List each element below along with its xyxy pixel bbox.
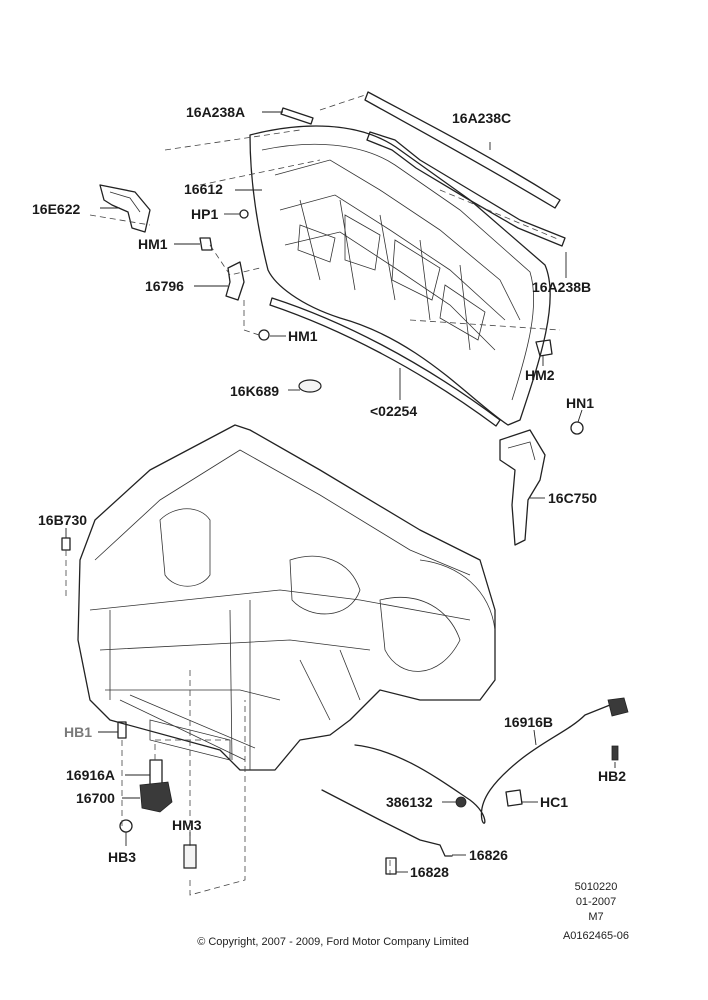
clip-16A238A bbox=[280, 107, 314, 125]
callout-HM2: HM2 bbox=[525, 367, 555, 383]
callout-HB3: HB3 bbox=[108, 849, 136, 865]
drawing-reference: A0162465-06 bbox=[563, 930, 629, 942]
nut-HN1 bbox=[570, 421, 584, 435]
callout-16B730: 16B730 bbox=[38, 512, 87, 528]
bolt-HM1-bottom bbox=[258, 329, 270, 341]
hood-panel bbox=[249, 125, 551, 426]
clip-386132 bbox=[455, 796, 467, 808]
callout-HP1: HP1 bbox=[191, 206, 218, 222]
drawing-model: M7 bbox=[588, 911, 603, 923]
weatherstrip-16A238B bbox=[366, 131, 566, 247]
latch-16700 bbox=[139, 781, 173, 813]
bolt-HB2 bbox=[611, 745, 619, 761]
bolt-16B730 bbox=[61, 537, 71, 551]
callout-HM1-top: HM1 bbox=[138, 236, 168, 252]
callout-16A238A: 16A238A bbox=[186, 104, 245, 120]
seal-02254 bbox=[269, 297, 501, 427]
callout-HB2: HB2 bbox=[598, 768, 626, 784]
callout-16916B: 16916B bbox=[504, 714, 553, 730]
callout-16A238C: 16A238C bbox=[452, 110, 511, 126]
vehicle-front-structure bbox=[77, 424, 496, 771]
callout-HN1: HN1 bbox=[566, 395, 594, 411]
rod-16826 bbox=[321, 789, 453, 857]
hinge-16E622 bbox=[99, 184, 151, 233]
nut-HM2 bbox=[535, 339, 553, 357]
callout-16796: 16796 bbox=[145, 278, 184, 294]
copyright-notice: © Copyright, 2007 - 2009, Ford Motor Com… bbox=[197, 936, 469, 948]
drawing-date: 01-2007 bbox=[576, 896, 616, 908]
callout-16612: 16612 bbox=[184, 181, 223, 197]
callout-16C750: 16C750 bbox=[548, 490, 597, 506]
callout-16826: 16826 bbox=[469, 847, 508, 863]
clip-HC1 bbox=[505, 789, 523, 807]
bumper-16K689 bbox=[298, 379, 322, 393]
callout-16700: 16700 bbox=[76, 790, 115, 806]
callout-16A238B: 16A238B bbox=[532, 279, 591, 295]
bolt-HM1-top bbox=[199, 237, 213, 251]
callout-16916A: 16916A bbox=[66, 767, 115, 783]
bumper-HM3 bbox=[183, 844, 197, 869]
guide-lines bbox=[65, 94, 561, 896]
callout-HB1: HB1 bbox=[64, 724, 92, 740]
drawing-number: 5010220 bbox=[575, 881, 618, 893]
hinge-16C750 bbox=[499, 429, 546, 546]
weatherstrip-16A238C bbox=[364, 91, 561, 209]
callout-386132: 386132 bbox=[386, 794, 433, 810]
leader-lines bbox=[65, 111, 616, 873]
callout-16K689: 16K689 bbox=[230, 383, 279, 399]
latch-16796 bbox=[225, 261, 245, 301]
bolt-HP1 bbox=[239, 209, 249, 219]
bolt-HB1 bbox=[117, 721, 127, 739]
drawing-metadata: 5010220 01-2007 M7 A0162465-06 bbox=[563, 881, 629, 942]
clip-16828 bbox=[385, 857, 397, 875]
cable-16916B bbox=[354, 697, 629, 824]
callout-02254: <02254 bbox=[370, 403, 417, 419]
callout-labels: 16A238A 16A238C 16612 16E622 HP1 HM1 167… bbox=[32, 104, 626, 880]
callout-HM3: HM3 bbox=[172, 817, 202, 833]
callout-HC1: HC1 bbox=[540, 794, 568, 810]
callout-16828: 16828 bbox=[410, 864, 449, 880]
callout-16E622: 16E622 bbox=[32, 201, 80, 217]
callout-HM1-bottom: HM1 bbox=[288, 328, 318, 344]
